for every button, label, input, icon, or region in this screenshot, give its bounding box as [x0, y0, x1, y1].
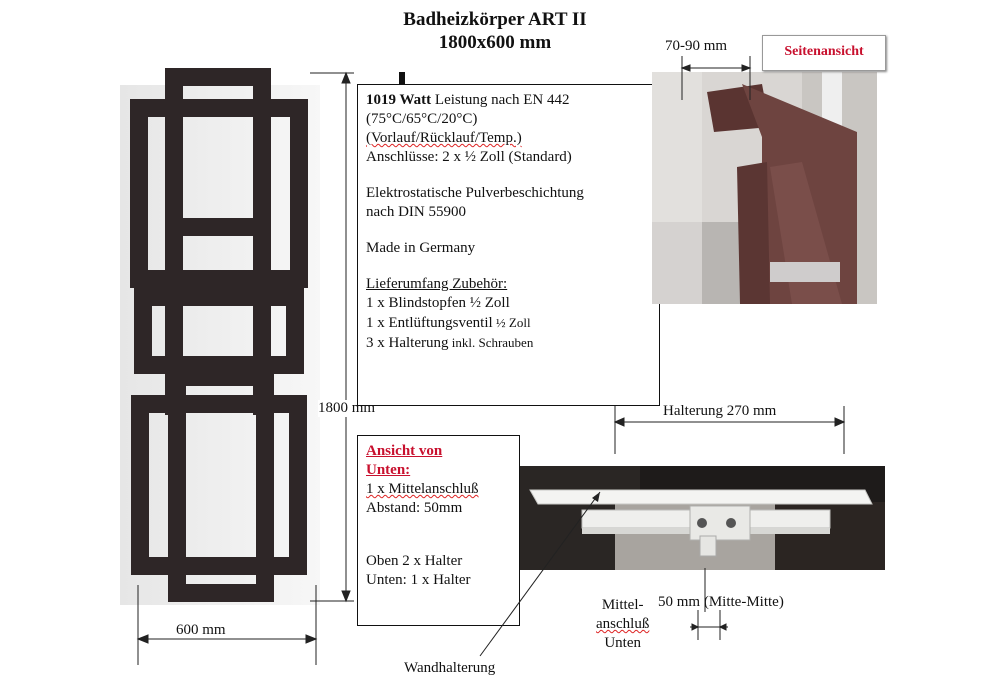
bottom-view-line-2: Abstand: 50mm: [366, 500, 463, 516]
bottom-view-title-2: Unten:: [366, 462, 411, 478]
spec-scope-2-main: 1 x Entlüftungsventil: [366, 315, 493, 331]
spec-coating-1: Elektrostatische Pulverbeschichtung: [366, 185, 584, 201]
spec-scope-3-main: 3 x Halterung: [366, 335, 449, 351]
spec-scope-2-small: ½ Zoll: [492, 315, 531, 330]
spec-watt-value: 1019 Watt: [366, 92, 432, 108]
title-line-2: 1800x600 mm: [438, 32, 552, 53]
bottom-view-box: Ansicht von Unten: 1 x Mittelanschluß Ab…: [357, 435, 520, 626]
document-title: Badheizkörper ART II 1800x600 mm: [0, 8, 990, 54]
spec-scope-1: 1 x Blindstopfen ½ Zoll: [366, 295, 510, 311]
center-conn-line-2: anschluß: [596, 616, 650, 632]
wall-mount-arrow: [479, 491, 601, 657]
bottom-view-line-1: 1 x Mittelanschluß: [366, 481, 479, 497]
spec-watt-rest: Leistung nach EN 442: [431, 92, 570, 108]
depth-dimension-line: [680, 56, 752, 100]
width-label: 600 mm: [176, 622, 226, 638]
spec-scope-3-small: inkl. Schrauben: [448, 335, 534, 350]
bracket-dimension-line: [613, 406, 846, 454]
title-line-1: Badheizkörper ART II: [403, 9, 587, 30]
bottom-view-photo: [520, 466, 885, 570]
spec-temp-desc: (Vorlauf/Rücklauf/Temp.): [366, 130, 522, 146]
side-view-label: Seitenansicht: [762, 35, 886, 71]
connector-nub: [399, 72, 405, 86]
radiator-drawing: [120, 68, 354, 605]
spec-power: 1019 Watt Leistung nach EN 442: [366, 91, 651, 110]
depth-label: 70-90 mm: [665, 38, 728, 54]
bottom-view-title-1: Ansicht von: [366, 443, 443, 459]
center-pointer-line: [704, 568, 706, 612]
spec-scope-3: 3 x Halterung inkl. Schrauben: [366, 333, 651, 353]
bracket-label: Halterung 270 mm: [663, 403, 777, 419]
height-dimension-line: [310, 71, 354, 603]
bottom-view-line-3: Oben 2 x Halter: [366, 553, 463, 569]
center-conn-line-3: Unten: [604, 635, 641, 651]
center-distance-line: [690, 610, 728, 640]
spec-temps: (75°C/65°C/20°C): [366, 111, 478, 127]
spec-scope-title: Lieferumfang Zubehör:: [366, 276, 508, 292]
bottom-view-line-4: Unten: 1 x Halter: [366, 572, 471, 588]
spec-connections: Anschlüsse: 2 x ½ Zoll (Standard): [366, 149, 572, 165]
spec-made-in: Made in Germany: [366, 240, 476, 256]
center-connection-label: Mittel- anschluß Unten: [596, 596, 649, 653]
center-distance-label: 50 mm (Mitte-Mitte): [658, 594, 784, 610]
wall-mount-label: Wandhalterung: [404, 660, 496, 676]
spec-coating-2: nach DIN 55900: [366, 204, 466, 220]
center-conn-line-1: Mittel-: [601, 597, 644, 613]
width-dimension-line: [136, 585, 318, 665]
side-view-photo: [652, 72, 877, 304]
spec-scope-2: 1 x Entlüftungsventil ½ Zoll: [366, 313, 651, 333]
spec-box: 1019 Watt Leistung nach EN 442 (75°C/65°…: [357, 84, 660, 406]
radiator-frame: [130, 68, 308, 602]
